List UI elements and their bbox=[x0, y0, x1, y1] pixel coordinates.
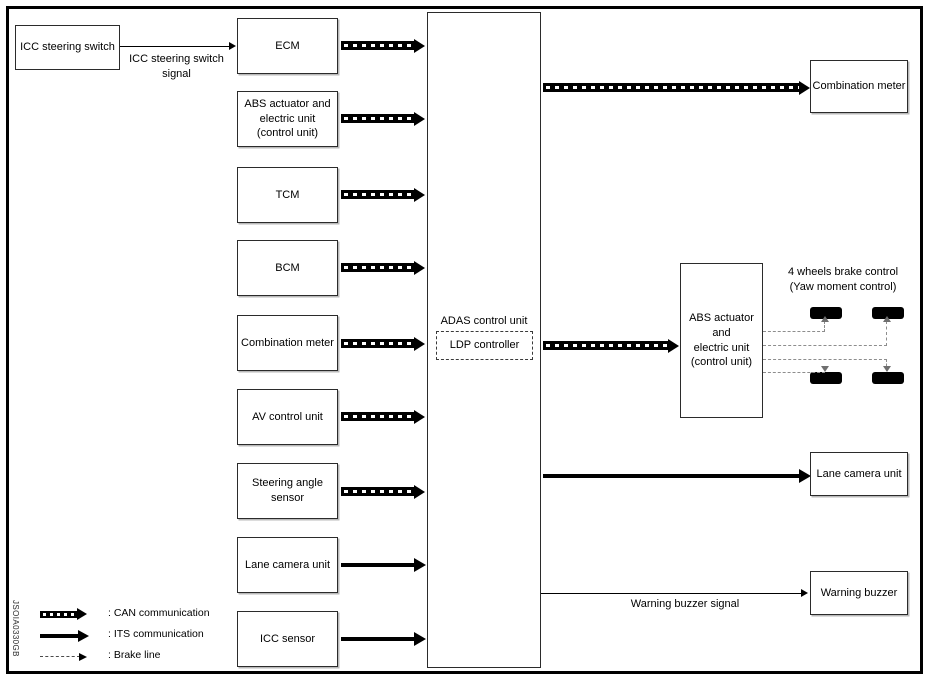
can-arrowhead-av-control-unit bbox=[414, 409, 425, 424]
can-arrow-tcm bbox=[341, 190, 415, 199]
box-icc-sensor: ICC sensor bbox=[237, 611, 338, 667]
can-line-icon bbox=[36, 604, 98, 625]
box-icc-steering-switch: ICC steering switch bbox=[15, 25, 120, 70]
can-arrowhead-steering-angle-sensor bbox=[414, 484, 425, 499]
box-ecm: ECM bbox=[237, 18, 338, 74]
can-arrowhead-abs-output bbox=[668, 338, 679, 353]
its-arrowhead-lane-camera-output bbox=[799, 469, 811, 483]
box-lane-camera-unit-input: Lane camera unit bbox=[237, 537, 338, 593]
wheel-front-left bbox=[810, 307, 842, 319]
box-steering-angle-sensor: Steering angle sensor bbox=[237, 463, 338, 519]
box-combination-meter-output: Combination meter bbox=[810, 60, 908, 113]
box-tcm: TCM bbox=[237, 167, 338, 223]
brake-control-note: 4 wheels brake control (Yaw moment contr… bbox=[787, 266, 899, 293]
box-label: Lane camera unit bbox=[816, 467, 902, 480]
can-arrow-combination-meter-output bbox=[543, 83, 800, 92]
box-label: AV control unit bbox=[252, 410, 323, 423]
brake-arrowhead-front-right bbox=[883, 316, 891, 322]
icc-switch-signal-line bbox=[120, 46, 230, 47]
wheel-rear-left bbox=[810, 372, 842, 384]
can-arrowhead-combination-meter-output bbox=[799, 80, 810, 95]
box-label: Combination meter bbox=[241, 336, 334, 349]
box-label: LDP controller bbox=[449, 339, 520, 352]
box-label: ICC sensor bbox=[259, 632, 316, 645]
brake-arrowhead-front-left bbox=[821, 316, 829, 322]
box-lane-camera-unit-output: Lane camera unit bbox=[810, 452, 908, 496]
brake-line-front-left bbox=[763, 331, 825, 332]
brake-line-icon bbox=[36, 646, 98, 667]
box-ldp-controller: LDP controller bbox=[436, 331, 533, 360]
can-arrowhead-abs-input bbox=[414, 111, 425, 126]
box-label: ABS actuator and electric unit (control … bbox=[244, 97, 331, 140]
box-label: Steering angle sensor bbox=[252, 477, 323, 504]
wheel-front-right bbox=[872, 307, 904, 319]
its-line-icon bbox=[36, 625, 98, 646]
box-label: ABS actuator and electric unit (control … bbox=[689, 311, 754, 369]
can-arrowhead-combination-meter-input bbox=[414, 336, 425, 351]
its-arrow-icc-sensor bbox=[341, 637, 417, 641]
wheel-rear-right bbox=[872, 372, 904, 384]
can-arrow-av-control-unit bbox=[341, 412, 415, 421]
brake-line-rear-left bbox=[763, 372, 825, 373]
can-arrow-abs-input bbox=[341, 114, 415, 123]
legend-label: : CAN communication bbox=[108, 607, 210, 619]
box-abs-actuator-output: ABS actuator and electric unit (control … bbox=[680, 263, 763, 418]
box-label: Warning buzzer bbox=[820, 586, 898, 599]
brake-arrowhead-rear-right bbox=[883, 366, 891, 372]
legend-label: : Brake line bbox=[108, 649, 161, 661]
its-arrowhead-lane-camera-input bbox=[414, 558, 426, 572]
box-av-control-unit: AV control unit bbox=[237, 389, 338, 445]
box-label: ECM bbox=[275, 39, 300, 52]
brake-line-rear-right-riser bbox=[886, 359, 887, 371]
box-label: TCM bbox=[275, 188, 300, 201]
brake-line-front-right bbox=[763, 345, 887, 346]
diagram-frame bbox=[6, 6, 923, 674]
can-arrowhead-ecm bbox=[414, 38, 425, 53]
icc-switch-signal-label: ICC steering switch signal bbox=[129, 53, 224, 80]
icc-switch-signal-arrowhead bbox=[229, 42, 236, 50]
its-arrowhead-icc-sensor bbox=[414, 632, 426, 646]
box-warning-buzzer: Warning buzzer bbox=[810, 571, 908, 615]
can-arrow-abs-output bbox=[543, 341, 669, 350]
its-arrow-lane-camera-output bbox=[543, 474, 802, 478]
warning-buzzer-signal-label: Warning buzzer signal bbox=[630, 598, 740, 610]
figure-id-watermark: JSOIA0330GB bbox=[11, 600, 20, 657]
box-combination-meter-input: Combination meter bbox=[237, 315, 338, 371]
can-arrow-combination-meter-input bbox=[341, 339, 415, 348]
box-label: Combination meter bbox=[812, 80, 906, 93]
warning-buzzer-line bbox=[541, 593, 803, 594]
can-arrowhead-bcm bbox=[414, 260, 425, 275]
its-arrow-lane-camera-input bbox=[341, 563, 417, 567]
brake-arrowhead-rear-left bbox=[821, 366, 829, 372]
box-label: Lane camera unit bbox=[245, 558, 330, 571]
can-arrow-steering-angle-sensor bbox=[341, 487, 415, 496]
box-label: ICC steering switch bbox=[20, 41, 115, 54]
warning-buzzer-arrowhead bbox=[801, 589, 808, 597]
can-arrowhead-tcm bbox=[414, 187, 425, 202]
box-label: BCM bbox=[275, 261, 300, 274]
can-arrow-ecm bbox=[341, 41, 415, 50]
box-bcm: BCM bbox=[237, 240, 338, 296]
brake-line-front-right-riser bbox=[886, 321, 887, 346]
brake-line-front-left-riser bbox=[824, 321, 825, 332]
box-abs-actuator-input: ABS actuator and electric unit (control … bbox=[237, 91, 338, 147]
adas-control-unit-title: ADAS control unit bbox=[440, 315, 528, 327]
brake-line-rear-right bbox=[763, 359, 887, 360]
can-arrow-bcm bbox=[341, 263, 415, 272]
legend-label: : ITS communication bbox=[108, 628, 204, 640]
